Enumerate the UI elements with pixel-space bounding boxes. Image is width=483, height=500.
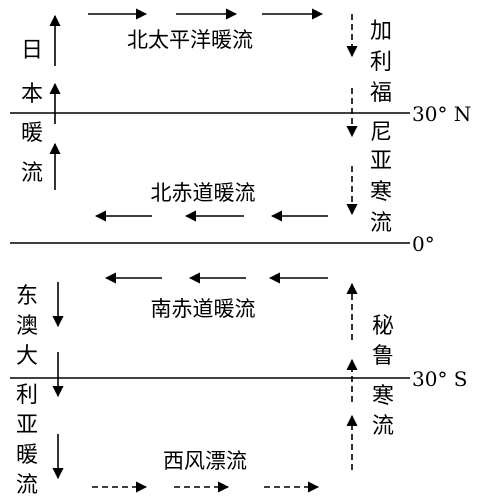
kuroshio-char: 流: [21, 161, 43, 186]
latitude-label-equator: 0°: [412, 232, 435, 256]
north-pacific-current-label: 北太平洋暖流: [127, 28, 253, 52]
peru-char: 寒: [372, 384, 394, 409]
east-australian-char: 澳: [16, 314, 38, 339]
california-char: 寒: [370, 180, 392, 205]
california-char: 利: [370, 50, 392, 75]
east-australian-char: 大: [16, 344, 38, 369]
latitude-label-30s: 30° S: [412, 367, 468, 391]
kuroshio-current-label: 日 本 暖 流: [21, 38, 43, 186]
north-equatorial-current-label: 北赤道暖流: [151, 181, 256, 205]
latitude-label-30n: 30° N: [412, 102, 471, 126]
california-current-label: 加 利 福 尼 亚 寒 流: [370, 19, 392, 236]
kuroshio-char: 暖: [21, 121, 43, 146]
peru-char: 流: [372, 414, 394, 439]
south-equatorial-current-label: 南赤道暖流: [151, 297, 256, 321]
east-australian-char: 暖: [16, 443, 38, 468]
peru-current-label: 秘 鲁 寒 流: [372, 314, 394, 439]
kuroshio-char: 日: [21, 38, 43, 63]
california-char: 亚: [370, 149, 392, 174]
california-char: 福: [370, 81, 392, 106]
east-australian-char: 亚: [16, 413, 38, 438]
california-char: 流: [370, 211, 392, 236]
california-char: 加: [370, 19, 392, 44]
east-australian-char: 东: [16, 284, 38, 309]
california-char: 尼: [370, 120, 392, 145]
kuroshio-char: 本: [21, 82, 43, 107]
east-australian-current-label: 东 澳 大 利 亚 暖 流: [16, 284, 38, 498]
west-wind-drift-label: 西风漂流: [163, 449, 247, 473]
peru-char: 鲁: [372, 344, 394, 369]
east-australian-char: 利: [16, 383, 38, 408]
east-australian-char: 流: [16, 473, 38, 498]
peru-char: 秘: [372, 314, 394, 339]
